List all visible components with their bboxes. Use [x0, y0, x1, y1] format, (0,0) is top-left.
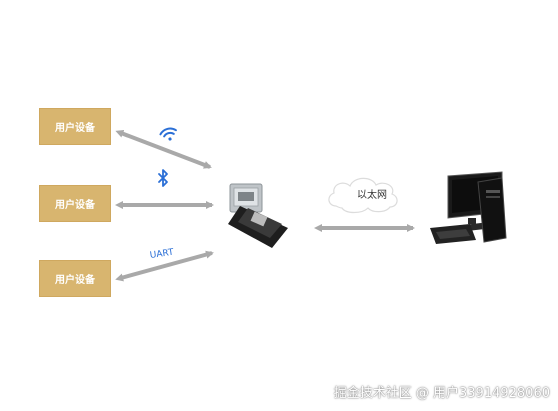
- module-icon: [228, 183, 288, 248]
- user-device-box-3: 用户设备: [39, 260, 111, 297]
- user-device-label: 用户设备: [55, 123, 95, 134]
- user-device-box-2: 用户设备: [39, 185, 111, 222]
- computer-icon: [430, 171, 507, 244]
- ethernet-label: 以太网: [357, 190, 387, 201]
- uart-link-arrow: [115, 250, 214, 282]
- wifi-link-arrow: [115, 129, 212, 169]
- user-device-box-1: 用户设备: [39, 108, 111, 145]
- watermark: 掘金技术社区 @ 用户3391492806​0: [333, 386, 550, 401]
- wifi-icon: [159, 127, 177, 141]
- cloud-shape: [328, 177, 398, 214]
- bluetooth-icon: [158, 169, 168, 187]
- user-device-label: 用户设备: [55, 275, 95, 286]
- user-device-label: 用户设备: [55, 200, 95, 211]
